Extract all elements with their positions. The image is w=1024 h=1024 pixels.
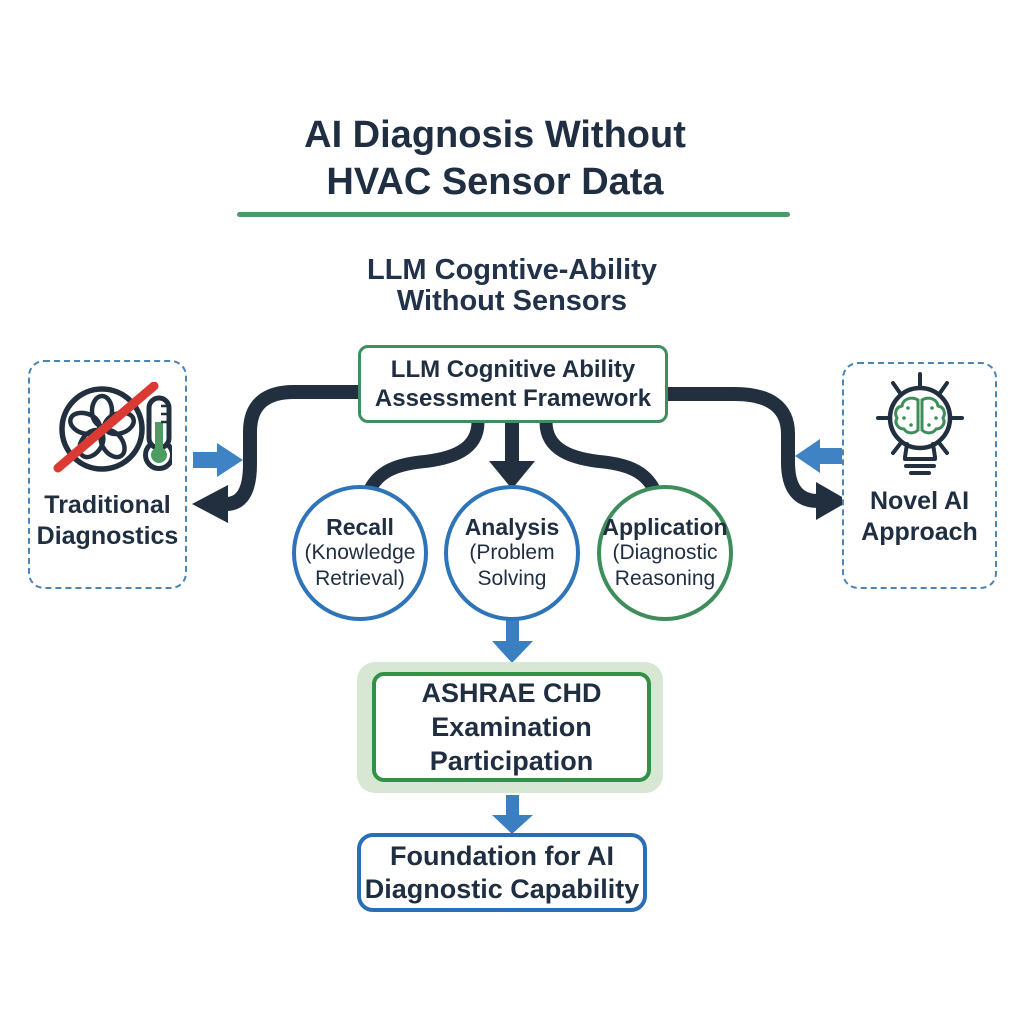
curve-framework-to-application (539, 421, 663, 497)
page-title-line-1: AI Diagnosis Without (304, 114, 686, 156)
recall-sub-line-1: (Knowledge (304, 541, 416, 564)
recall-sub-line-2: Retrieval) (315, 567, 405, 590)
ability-circle-application: Application (Diagnostic Reasoning (597, 485, 733, 621)
foundation-box-line-2: Diagnostic Capability (364, 873, 640, 904)
traditional-diagnostics-label: Traditional Diagnostics (30, 490, 185, 552)
analysis-sub-line-2: Solving (477, 567, 547, 590)
ability-circle-analysis: Analysis (Problem Solving (444, 485, 580, 621)
novel-ai-label: Novel AI Approach (844, 486, 995, 548)
crossed-fan-thermometer-icon (53, 382, 172, 473)
ability-circle-recall: Recall (Knowledge Retrieval) (292, 485, 428, 621)
lightbulb-brain-icon (876, 372, 964, 475)
novel-ai-label-line-2: Approach (861, 518, 978, 546)
foundation-box-line-1: Foundation for AI (390, 840, 614, 871)
framework-box-line-2: Assessment Framework (374, 385, 652, 412)
traditional-label-line-2: Diagnostics (36, 522, 179, 550)
application-sub-line-1: (Diagnostic (612, 541, 718, 564)
exam-box: ASHRAE CHD Examination Participation (372, 672, 651, 782)
framework-box-line-1: LLM Cognitive Ability (390, 356, 636, 383)
application-sub-line-2: Reasoning (614, 567, 716, 590)
novel-ai-panel: Novel AI Approach (842, 362, 997, 589)
page-title: AI Diagnosis Without HVAC Sensor Data (0, 112, 990, 206)
framework-box: LLM Cognitive Ability Assessment Framewo… (358, 345, 668, 423)
exam-box-line-1: ASHRAE CHD (421, 678, 602, 708)
analysis-sub-line-1: (Problem (469, 541, 555, 564)
recall-name: Recall (326, 514, 394, 540)
novel-ai-label-line-1: Novel AI (869, 487, 970, 515)
analysis-name: Analysis (464, 514, 560, 540)
subtitle: LLM Cogntive-Ability Without Sensors (0, 255, 1024, 317)
subtitle-line-2: Without Sensors (396, 285, 628, 317)
subtitle-line-1: LLM Cogntive-Ability (367, 254, 657, 286)
traditional-label-line-1: Traditional (44, 491, 171, 519)
application-name: Application (602, 514, 728, 540)
arrow-framework-to-novel-ai (664, 387, 849, 520)
curve-framework-to-recall (361, 421, 485, 497)
page-title-line-2: HVAC Sensor Data (326, 161, 664, 203)
exam-box-halo: ASHRAE CHD Examination Participation (357, 662, 663, 793)
arrow-framework-to-traditional (192, 385, 360, 523)
foundation-box: Foundation for AI Diagnostic Capability (357, 833, 647, 912)
traditional-diagnostics-panel: Traditional Diagnostics (28, 360, 187, 589)
exam-box-line-2: Examination (431, 712, 592, 742)
exam-box-line-3: Participation (429, 746, 594, 776)
arrow-novel-ai-to-center (795, 439, 844, 473)
arrow-traditional-to-center (193, 443, 243, 477)
title-underline (237, 212, 790, 217)
arrow-framework-to-analysis (489, 420, 535, 489)
arrow-exam-to-foundation (492, 795, 533, 834)
